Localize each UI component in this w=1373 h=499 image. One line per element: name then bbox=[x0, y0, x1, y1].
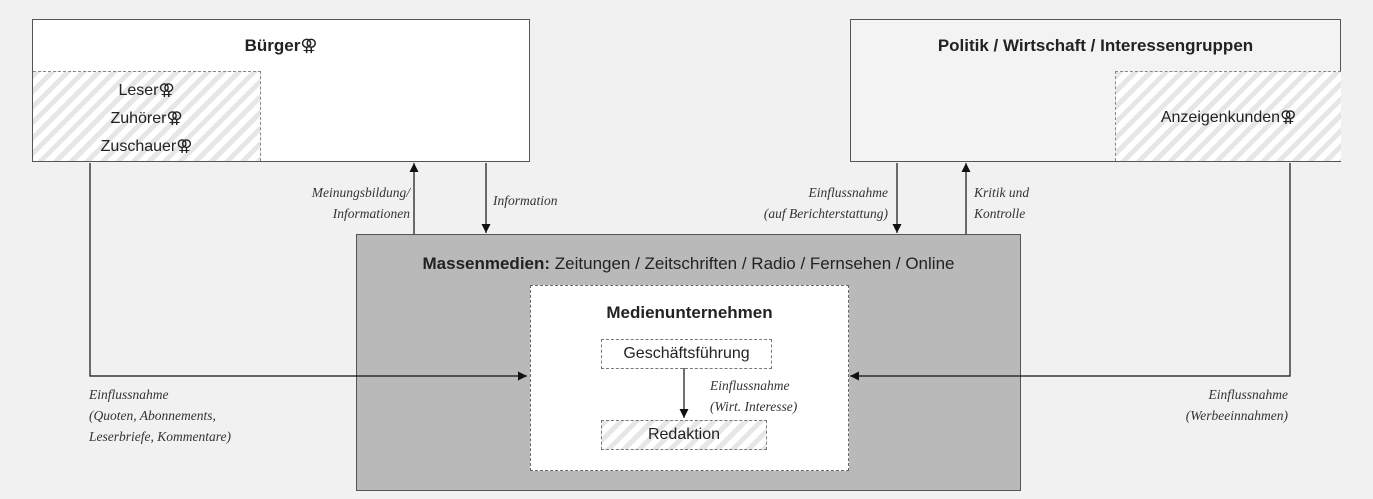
label-influence-reporting: Einflussnahme (auf Berichterstattung) bbox=[764, 182, 888, 224]
label-audience-line-1: Einflussnahme bbox=[89, 387, 169, 402]
label-audience-line-3: Leserbriefe, Kommentare) bbox=[89, 429, 231, 444]
label-opinion-formation: Meinungsbildung/ Informationen bbox=[312, 182, 410, 224]
label-economic-line-1: Einflussnahme bbox=[710, 378, 790, 393]
mass-media-title-rest: Zeitungen / Zeitschriften / Radio / Fern… bbox=[550, 254, 955, 273]
citizens-roles-box: Leser⚢ Zuhörer⚢ Zuschauer⚢ bbox=[33, 71, 261, 161]
arrow-advertiser-influence bbox=[850, 163, 1291, 381]
advertisers-box: Anzeigenkunden⚢ bbox=[1115, 71, 1341, 161]
role-reader: Leser⚢ bbox=[118, 82, 175, 99]
politics-title: Politik / Wirtschaft / Interessengruppen bbox=[937, 36, 1254, 55]
media-company-box: Medienunternehmen Geschäftsführung Redak… bbox=[530, 285, 849, 471]
management-box: Geschäftsführung bbox=[601, 339, 772, 369]
arrow-audience-influence bbox=[89, 163, 527, 381]
role-viewer: Zuschauer⚢ bbox=[100, 138, 193, 155]
label-audience-line-2: (Quoten, Abonnements, bbox=[89, 408, 216, 423]
label-influence-reporting-line-1: Einflussnahme bbox=[808, 185, 889, 200]
label-advertiser-line-1: Einflussnahme bbox=[1208, 387, 1289, 402]
label-opinion-line-1: Meinungsbildung/ bbox=[311, 185, 410, 200]
label-advertiser-line-2: (Werbeeinnahmen) bbox=[1185, 408, 1288, 423]
label-criticism-line-1: Kritik und bbox=[974, 185, 1030, 200]
label-opinion-line-2: Informationen bbox=[332, 206, 410, 221]
citizens-title: Bürger⚢ bbox=[244, 36, 318, 55]
role-listener: Zuhörer⚢ bbox=[110, 110, 183, 127]
label-influence-reporting-line-2: (auf Berichterstattung) bbox=[763, 206, 888, 221]
label-economic-line-2: (Wirt. Interesse) bbox=[710, 399, 798, 414]
mass-media-title-bold: Massenmedien: bbox=[422, 254, 551, 273]
mass-media-title: Massenmedien: Zeitungen / Zeitschriften … bbox=[357, 254, 1020, 274]
advertisers-label: Anzeigenkunden⚢ bbox=[1160, 109, 1297, 126]
editorial-label: Redaktion bbox=[647, 426, 721, 443]
label-information: Information bbox=[493, 190, 558, 211]
label-advertiser-influence: Einflussnahme (Werbeeinnahmen) bbox=[1186, 384, 1288, 426]
mass-media-box: Massenmedien: Zeitungen / Zeitschriften … bbox=[356, 234, 1021, 491]
label-audience-influence: Einflussnahme (Quoten, Abonnements, Lese… bbox=[89, 384, 231, 447]
label-information-line-1: Information bbox=[493, 193, 558, 208]
management-label: Geschäftsführung bbox=[623, 345, 750, 362]
label-criticism-control: Kritik und Kontrolle bbox=[974, 182, 1029, 224]
label-economic-influence: Einflussnahme (Wirt. Interesse) bbox=[710, 375, 797, 417]
label-criticism-line-2: Kontrolle bbox=[974, 206, 1026, 221]
politics-box: Politik / Wirtschaft / Interessengruppen… bbox=[850, 19, 1341, 162]
media-company-title: Medienunternehmen bbox=[606, 303, 773, 322]
citizens-box: Bürger⚢ Leser⚢ Zuhörer⚢ Zuschauer⚢ bbox=[32, 19, 530, 162]
editorial-box: Redaktion bbox=[601, 420, 767, 450]
